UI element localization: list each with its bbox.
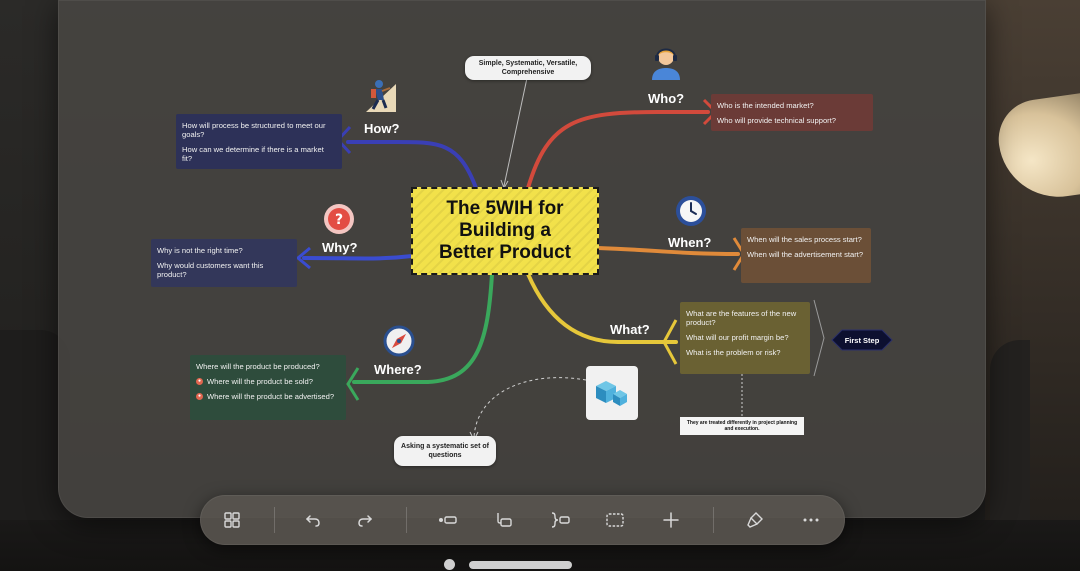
window-close-dot[interactable] [444, 559, 455, 570]
list-item[interactable]: Why would customers want this product? [157, 261, 291, 279]
add-icon[interactable] [656, 505, 686, 535]
first-step-label: First Step [845, 336, 880, 345]
list-item[interactable]: What are the features of the new product… [686, 309, 804, 327]
callout-questions-line-1: Asking a systematic set of [400, 442, 490, 451]
central-topic[interactable]: The 5WIH for Building a Better Product [411, 187, 599, 275]
card-why[interactable]: Why is not the right time? Why would cus… [151, 239, 297, 287]
callout-questions[interactable]: Asking a systematic set of questions [394, 436, 496, 466]
climber-icon [362, 76, 400, 116]
mindmap-window: The 5WIH for Building a Better Product S… [58, 0, 986, 518]
toolbar-divider [713, 507, 714, 533]
list-item-text: Where will the product be sold? [207, 377, 313, 386]
list-item[interactable]: What will our profit margin be? [686, 333, 804, 342]
list-item[interactable]: Who will provide technical support? [717, 116, 867, 125]
central-topic-line-1: The 5WIH for [439, 198, 571, 220]
add-child-icon[interactable] [489, 505, 519, 535]
toolbar-divider [406, 507, 407, 533]
first-step-node[interactable]: First Step [830, 329, 894, 351]
callout-characteristics-line-2: Comprehensive [471, 68, 585, 77]
callout-characteristics[interactable]: Simple, Systematic, Versatile, Comprehen… [465, 56, 591, 80]
branch-line-what [528, 274, 676, 342]
undo-icon[interactable] [298, 505, 328, 535]
central-topic-line-2: Building a [439, 220, 571, 242]
list-item[interactable]: ● Where will the product be sold? [196, 377, 340, 386]
card-how[interactable]: How will process be structured to meet o… [176, 114, 342, 169]
compass-icon [383, 325, 415, 357]
card-who[interactable]: Who is the intended market? Who will pro… [711, 94, 873, 131]
branch-label-where[interactable]: Where? [374, 362, 422, 377]
bottom-toolbar [200, 495, 845, 545]
list-item[interactable]: What is the problem or risk? [686, 348, 804, 357]
clock-icon [674, 194, 708, 228]
note-what-line-2: and execution. [684, 426, 800, 432]
list-item[interactable]: How can we determine if there is a marke… [182, 145, 336, 163]
list-item[interactable]: When will the sales process start? [747, 235, 865, 244]
grid-icon[interactable] [217, 505, 247, 535]
card-when[interactable]: When will the sales process start? When … [741, 228, 871, 283]
summary-icon[interactable] [545, 505, 575, 535]
svg-text:?: ? [335, 212, 343, 228]
branch-line-why [304, 256, 412, 259]
callout-pointer-line [504, 78, 527, 186]
list-item[interactable]: Why is not the right time? [157, 246, 291, 255]
support-agent-icon [646, 42, 686, 82]
note-what[interactable]: They are treated differently in project … [680, 417, 804, 435]
window-grabber-bar[interactable] [469, 561, 572, 569]
format-painter-icon[interactable] [740, 505, 770, 535]
branch-label-what[interactable]: What? [610, 322, 650, 337]
branch-label-when[interactable]: When? [668, 235, 711, 250]
branch-label-how[interactable]: How? [364, 121, 399, 136]
background-armchair [990, 340, 1030, 530]
cubes-image[interactable] [586, 366, 638, 420]
list-item-text: Where will the product be advertised? [207, 392, 334, 401]
list-item[interactable]: When will the advertisement start? [747, 250, 865, 259]
list-item[interactable]: How will process be structured to meet o… [182, 121, 336, 139]
mindmap-canvas[interactable]: The 5WIH for Building a Better Product S… [58, 0, 986, 518]
cubes-icon [593, 378, 631, 408]
boundary-icon[interactable] [600, 505, 630, 535]
card-where[interactable]: Where will the product be produced? ● Wh… [190, 355, 346, 420]
callout-characteristics-line-1: Simple, Systematic, Versatile, [471, 59, 585, 68]
branch-label-who[interactable]: Who? [648, 91, 684, 106]
central-topic-line-3: Better Product [439, 242, 571, 264]
list-item[interactable]: ● Where will the product be advertised? [196, 392, 340, 401]
relationship-line [474, 378, 586, 438]
branch-label-why[interactable]: Why? [322, 240, 357, 255]
megaphone-icon: ● [196, 393, 203, 400]
branch-line-how [348, 142, 476, 188]
redo-icon[interactable] [350, 505, 380, 535]
pin-icon: ● [196, 378, 203, 385]
question-mark-icon: ? [322, 202, 356, 236]
list-item[interactable]: Where will the product be produced? [196, 362, 340, 371]
toolbar-divider [274, 507, 275, 533]
bracket-first-step [814, 300, 824, 376]
more-icon[interactable] [796, 505, 826, 535]
list-item[interactable]: Who is the intended market? [717, 101, 867, 110]
callout-questions-line-2: questions [400, 451, 490, 460]
card-what[interactable]: What are the features of the new product… [680, 302, 810, 374]
branch-line-who [528, 112, 708, 188]
add-sibling-icon[interactable] [433, 505, 463, 535]
